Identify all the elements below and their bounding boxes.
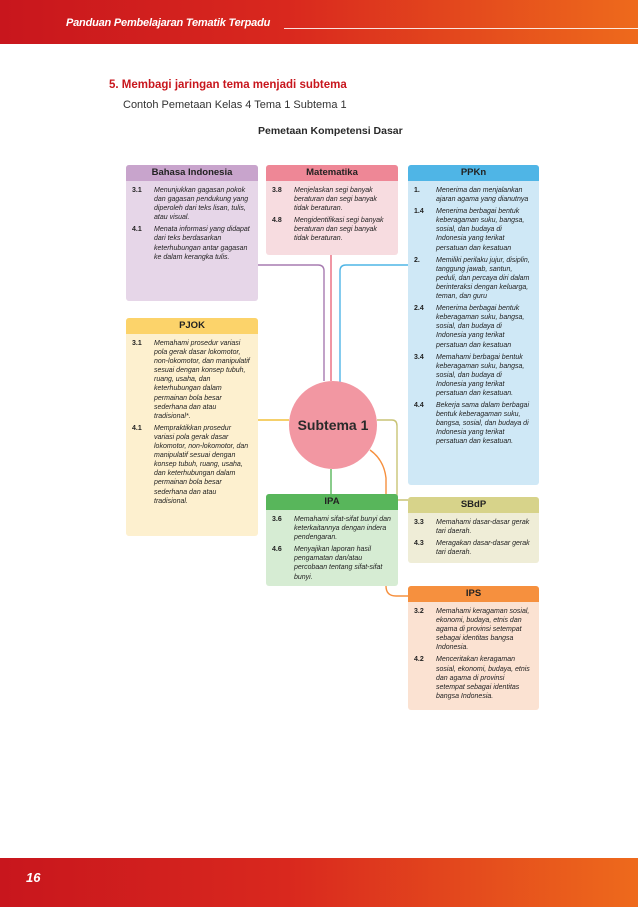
kd-text: Memahami dasar-dasar gerak tari daerah. [436, 519, 530, 536]
kd-text: Meragakan dasar-dasar gerak tari daerah. [436, 540, 530, 557]
kd-item: 4.1 Menata informasi yang didapat dari te… [132, 225, 252, 261]
kd-code: 3.2 [414, 608, 424, 615]
kd-text: Menceritakan keragaman sosial, ekonomi, … [436, 656, 530, 700]
kd-text: Menerima dan menjalankan ajaran agama ya… [436, 187, 529, 204]
kd-code: 2.4 [414, 305, 424, 313]
kd-item: 3.6 Memahami sifat-sifat bunyi dan keterk… [272, 515, 392, 542]
kd-code: 3.8 [272, 187, 282, 194]
kd-code: 4.4 [414, 402, 424, 410]
kd-text: Menerima berbagai bentuk keberagaman suk… [436, 305, 525, 349]
kd-item: 4.6 Menyajikan laporan hasil pengamatan d… [272, 545, 392, 581]
header-band: Panduan Pembelajaran Tematik Terpadu [0, 0, 638, 44]
kd-item: 2.4 Menerima berbagai bentuk keberagaman … [414, 304, 533, 349]
kd-text: Mempraktikkan prosedur variasi pola gera… [154, 424, 249, 505]
kd-item: 1.4 Menerima berbagai bentuk keberagaman … [414, 207, 533, 252]
kd-code: 4.8 [272, 217, 282, 225]
box-header: Matematika [266, 165, 398, 181]
center-label: Subtema 1 [297, 417, 369, 433]
connector-bahasa [258, 264, 325, 381]
kd-text: Menjelaskan segi banyak beraturan dan se… [294, 187, 377, 213]
kd-item: 2. Memiliki perilaku jujur, disiplin, tan… [414, 256, 533, 301]
kd-item: 3.2 Memahami keragaman sosial, ekonomi, b… [414, 607, 533, 652]
box-header: IPS [408, 586, 539, 602]
connector-sbdp [377, 419, 408, 501]
kd-item: 4.2 Menceritakan keragaman sosial, ekonom… [414, 655, 533, 700]
box-pjok: PJOK 3.1 Memahami prosedur variasi pola g… [126, 318, 258, 536]
header-title: Panduan Pembelajaran Tematik Terpadu [66, 17, 271, 29]
kd-text: Menunjukkan gagasan pokok dan gagasan pe… [154, 187, 249, 222]
kd-code: 3.3 [414, 519, 424, 526]
kd-text: Memahami keragaman sosial, ekonomi, buda… [436, 608, 530, 652]
kd-code: 4.3 [414, 540, 424, 548]
box-header: PPKn [408, 165, 539, 181]
box-sbdp: SBdP 3.3 Memahami dasar-dasar gerak tari … [408, 497, 539, 563]
box-header: SBdP [408, 497, 539, 513]
box-matematika: Matematika 3.8 Menjelaskan segi banyak be… [266, 165, 398, 255]
kd-item: 3.4 Memahami berbagai bentuk keberagaman … [414, 353, 533, 398]
header-rule [284, 28, 638, 29]
kd-code: 4.2 [414, 656, 424, 664]
box-header: Bahasa Indonesia [126, 165, 258, 181]
kd-text: Menata informasi yang didapat dari teks … [154, 226, 250, 261]
kd-code: 3.1 [132, 340, 142, 347]
page-number: 16 [26, 870, 41, 885]
connector-ips [369, 449, 408, 597]
kd-code: 1.4 [414, 208, 424, 216]
box-header: IPA [266, 494, 398, 510]
kd-item: 3.8 Menjelaskan segi banyak beraturan dan… [272, 186, 392, 213]
kd-item: 4.3 Meragakan dasar-dasar gerak tari daer… [414, 539, 533, 557]
kd-item: 4.1 Mempraktikkan prosedur variasi pola g… [132, 424, 252, 506]
kd-text: Menyajikan laporan hasil pengamatan dan/… [294, 546, 383, 581]
kd-text: Memahami prosedur variasi pola gerak das… [154, 340, 250, 420]
box-ips: IPS 3.2 Memahami keragaman sosial, ekonom… [408, 586, 539, 710]
kd-code: 3.6 [272, 516, 282, 523]
kd-text: Mengidentifikasi segi banyak beraturan d… [294, 217, 384, 243]
box-ipa: IPA 3.6 Memahami sifat-sifat bunyi dan ke… [266, 494, 398, 586]
box-ppkn: PPKn 1. Menerima dan menjalankan ajaran a… [408, 165, 539, 485]
kd-item: 1. Menerima dan menjalankan ajaran agama … [414, 186, 533, 204]
kd-code: 3.1 [132, 187, 142, 194]
kd-item: 3.3 Memahami dasar-dasar gerak tari daera… [414, 518, 533, 536]
kd-text: Menerima berbagai bentuk keberagaman suk… [436, 208, 525, 252]
footer-band: 16 [0, 858, 638, 907]
kd-item: 4.4 Bekerja sama dalam berbagai bentuk ke… [414, 401, 533, 446]
kd-code: 3.4 [414, 353, 424, 361]
kd-item: 4.8 Mengidentifikasi segi banyak beratura… [272, 216, 392, 243]
kd-text: Memahami berbagai bentuk keberagaman suk… [436, 353, 525, 397]
box-header: PJOK [126, 318, 258, 334]
kd-text: Memiliki perilaku jujur, disiplin, tangg… [436, 256, 530, 301]
subtema-center-circle: Subtema 1 [289, 381, 377, 469]
kd-code: 4.6 [272, 546, 282, 554]
diagram-title: Pemetaan Kompetensi Dasar [258, 125, 403, 137]
kd-code: 4.1 [132, 226, 142, 234]
connector-ppkn [339, 264, 408, 383]
section-subheading: Contoh Pemetaan Kelas 4 Tema 1 Subtema 1 [123, 99, 347, 111]
kd-item: 3.1 Memahami prosedur variasi pola gerak … [132, 339, 252, 421]
kd-code: 4.1 [132, 424, 142, 432]
section-heading: 5. Membagi jaringan tema menjadi subtema [109, 79, 347, 91]
kd-item: 3.1 Menunjukkan gagasan pokok dan gagasan… [132, 186, 252, 222]
box-bahasa-indonesia: Bahasa Indonesia 3.1 Menunjukkan gagasan … [126, 165, 258, 301]
kd-code: 1. [414, 187, 420, 194]
kd-text: Memahami sifat-sifat bunyi dan keterkait… [294, 516, 391, 542]
kd-text: Bekerja sama dalam berbagai bentuk keber… [436, 402, 529, 446]
kd-code: 2. [414, 256, 420, 264]
